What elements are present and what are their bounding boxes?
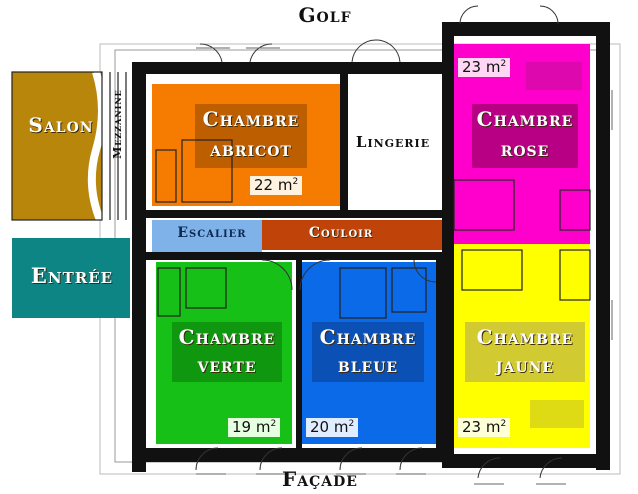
bottom-label-facade: Façade xyxy=(282,467,358,491)
couloir-fill xyxy=(262,220,444,250)
room-rose-name-line2: rose xyxy=(500,137,550,161)
room-bleue-name-line1: Chambre xyxy=(319,325,417,349)
room-salon-label: Salon xyxy=(28,113,94,137)
room-entree-label: Entrée xyxy=(30,263,114,288)
escalier-fill xyxy=(152,220,262,252)
room-rose-area: 23 m2 xyxy=(458,58,511,77)
entree-fill xyxy=(12,238,130,318)
room-bleue-name-line2: bleue xyxy=(337,353,399,377)
room-mezzanine-label: Mezzanine xyxy=(110,89,124,159)
room-jaune-area: 23 m2 xyxy=(458,418,511,437)
room-abricot-area: 22 m2 xyxy=(250,176,303,195)
top-label-golf: Golf xyxy=(298,3,352,27)
salon-fill xyxy=(12,72,102,220)
room-verte-name-line2: verte xyxy=(197,353,257,377)
lingerie-fill xyxy=(350,84,436,212)
room-lingerie-label: Lingerie xyxy=(355,133,431,151)
room-verte-name-line1: Chambre xyxy=(178,325,276,349)
room-rose-name-line1: Chambre xyxy=(476,107,574,131)
room-escalier-label: Escalier xyxy=(177,225,247,241)
room-jaune-name-line2: jaune xyxy=(495,353,555,377)
room-abricot-name-line1: Chambre xyxy=(202,107,300,131)
room-bleue-area: 20 m2 xyxy=(306,418,359,437)
room-jaune-name-line1: Chambre xyxy=(476,325,574,349)
room-verte-area: 19 m2 xyxy=(228,418,281,437)
room-abricot-name-line2: abricot xyxy=(210,137,292,161)
room-couloir-label: Couloir xyxy=(308,225,374,241)
salon-wave xyxy=(87,70,106,222)
